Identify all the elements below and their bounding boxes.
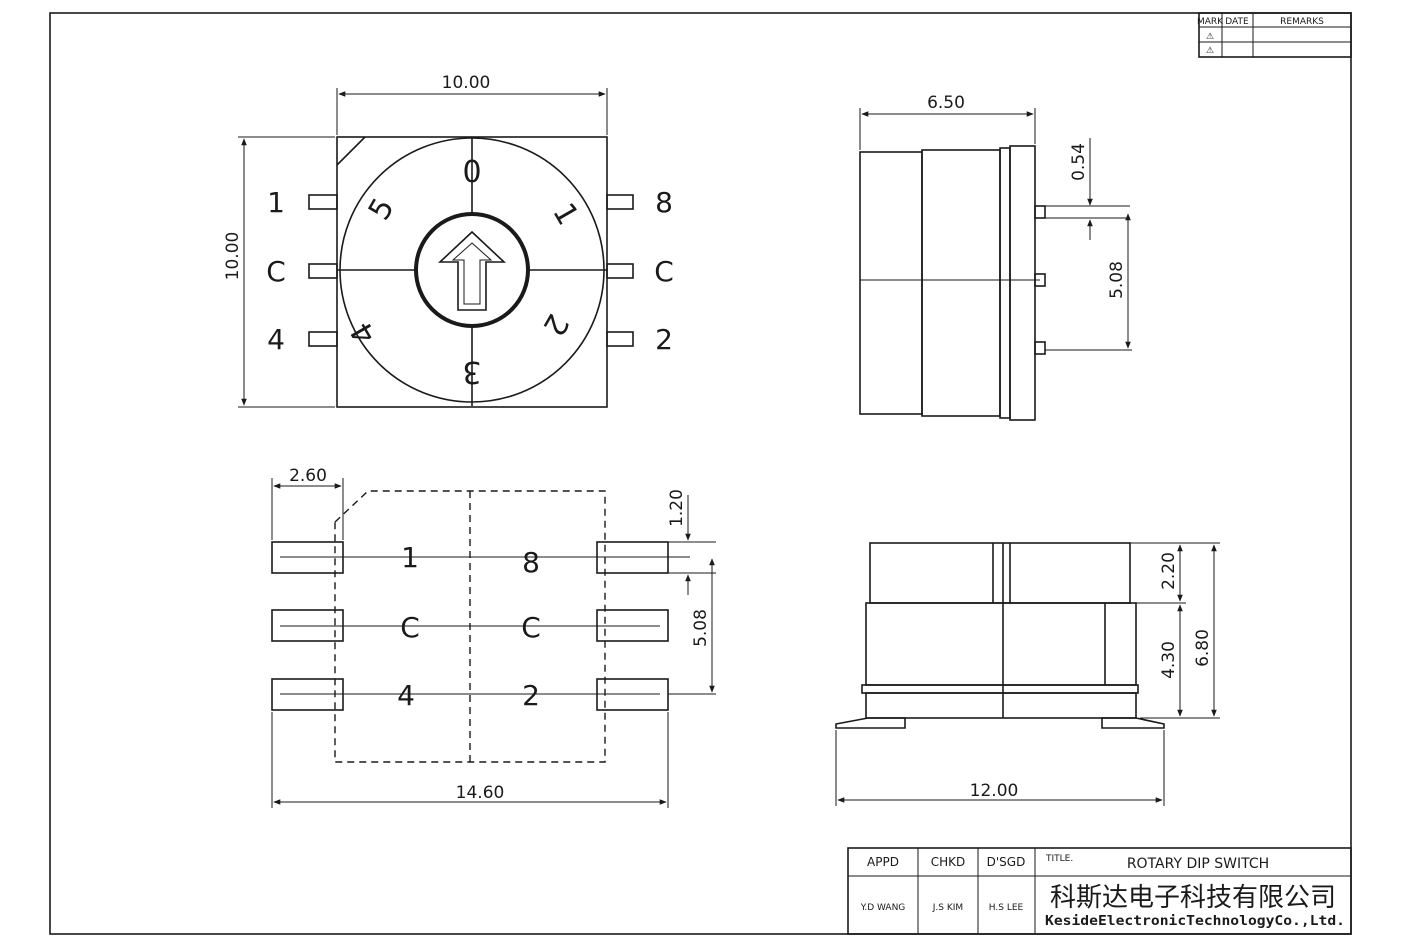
top-view-height-dim: 10.00: [223, 232, 243, 281]
dial-digit-1: 1: [545, 197, 585, 231]
lead-middle: [1034, 273, 1046, 287]
appd-label: APPD: [867, 855, 899, 869]
side-view-pitch-dim: 5.08: [1107, 261, 1127, 299]
appd-name: Y.D WANG: [860, 903, 906, 913]
footprint-label-right-c: C: [521, 611, 541, 644]
title-label: TITLE.: [1045, 854, 1073, 864]
footprint-pitch-dim: 5.08: [691, 609, 711, 647]
front-view: 2.20 4.30 6.80 12.00: [835, 542, 1220, 806]
dial-digit-5: 5: [362, 192, 402, 226]
pin-left-4: [308, 331, 338, 347]
company-name-en: KesideElectronicTechnologyCo.,Ltd.: [1045, 914, 1345, 929]
revision-mark-2: ⚠: [1206, 46, 1214, 56]
footprint-label-left-c: C: [400, 611, 420, 644]
pin-left-c: [308, 263, 338, 279]
arrow-icon: [437, 230, 507, 311]
pin-label-right-2: 2: [655, 323, 673, 356]
drawing-title: ROTARY DIP SWITCH: [1127, 856, 1269, 872]
revision-header-mark: MARK: [1197, 17, 1224, 27]
revision-table: MARK DATE REMARKS ⚠ ⚠: [1197, 12, 1352, 58]
company-name-cn: 科斯达电子科技有限公司: [1050, 883, 1336, 913]
chkd-name: J.S KIM: [932, 903, 963, 913]
front-view-overall-height-dim: 6.80: [1193, 629, 1213, 667]
terminal-right: [1101, 717, 1165, 729]
dsgd-name: H.S LEE: [989, 903, 1024, 913]
pin-right-2: [606, 331, 634, 347]
dsgd-label: D'SGD: [987, 855, 1026, 869]
knob-circle: [414, 212, 530, 328]
revision-header-date: DATE: [1225, 17, 1249, 27]
footprint-overall-dim: 14.60: [456, 783, 505, 803]
pin-right-8: [606, 194, 634, 210]
drawing-frame: [49, 12, 1352, 935]
pin-label-right-c: C: [654, 255, 674, 288]
front-view-top-dim: 2.20: [1159, 552, 1179, 590]
pin-label-left-4: 4: [267, 323, 285, 356]
footprint-label-right-8: 8: [522, 546, 540, 579]
pin-label-left-1: 1: [267, 186, 285, 219]
revision-header-remarks: REMARKS: [1280, 17, 1324, 27]
front-view-body-dim: 4.30: [1159, 641, 1179, 679]
dial-digit-2: 2: [535, 308, 575, 342]
dial-digit-3: 3: [462, 354, 481, 389]
dial-digit-0: 0: [462, 155, 481, 190]
chkd-label: CHKD: [931, 855, 966, 869]
revision-mark-1: ⚠: [1206, 32, 1214, 42]
lead-top: [1034, 205, 1046, 219]
pin-label-left-c: C: [266, 255, 286, 288]
side-view-width-dim: 6.50: [927, 93, 965, 113]
footprint-view: 1 C 4 8 C 2 2.60 1.20 5.08 14.60: [271, 466, 716, 808]
title-block: APPD CHKD D'SGD TITLE. ROTARY DIP SWITCH…: [847, 847, 1352, 935]
front-view-overall-width-dim: 12.00: [970, 781, 1019, 801]
top-view-width-dim: 10.00: [442, 73, 491, 93]
top-view: 0 1 2 3 4 5 1 C 4 8 C 2 10.00 10.00: [223, 73, 674, 408]
footprint-pad-height-dim: 1.20: [667, 489, 687, 527]
terminal-left: [835, 717, 906, 729]
footprint-label-left-4: 4: [397, 679, 415, 712]
lead-bottom: [1034, 341, 1046, 355]
footprint-label-right-2: 2: [522, 679, 540, 712]
footprint-label-left-1: 1: [401, 541, 419, 574]
side-view: 6.50 0.54 5.08: [859, 93, 1132, 421]
footprint-pad-width-dim: 2.60: [289, 466, 327, 486]
pin-left-1: [308, 194, 338, 210]
pin-label-right-8: 8: [655, 186, 673, 219]
pin-right-c: [606, 263, 634, 279]
side-view-lead-dim: 0.54: [1069, 143, 1089, 181]
